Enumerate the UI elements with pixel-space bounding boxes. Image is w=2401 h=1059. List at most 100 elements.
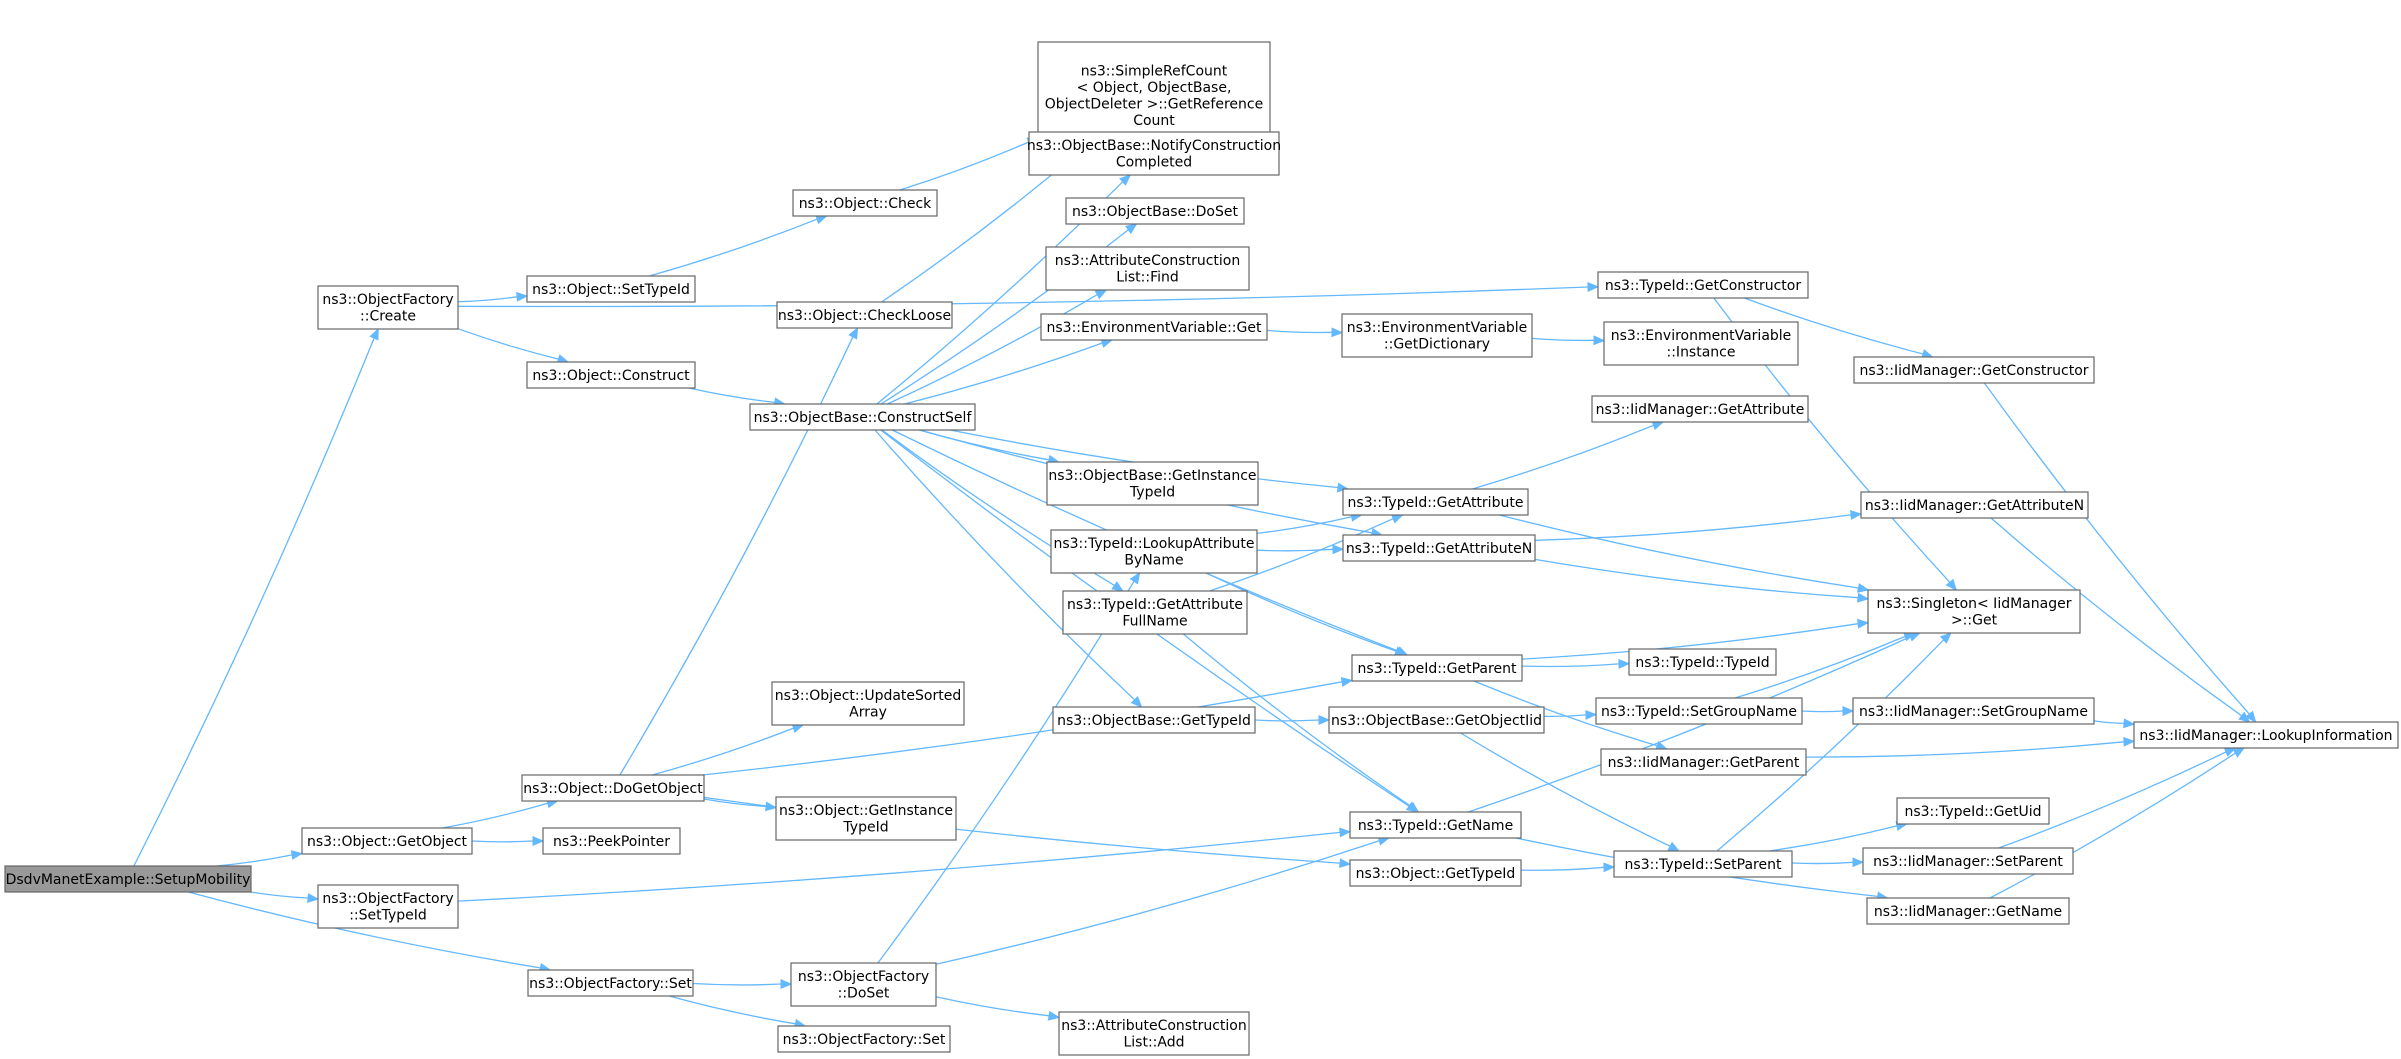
node-of-set[interactable]: ns3::ObjectFactory::Set	[527, 969, 694, 997]
node-box[interactable]	[1349, 859, 1522, 887]
node-box[interactable]	[1058, 1011, 1250, 1056]
node-tid-setparent[interactable]: ns3::TypeId::SetParent	[1613, 850, 1793, 878]
node-obj-dogetobject[interactable]: ns3::Object::DoGetObject	[521, 774, 705, 802]
node-obj-getobject[interactable]: ns3::Object::GetObject	[301, 827, 473, 855]
node-box[interactable]	[1867, 589, 2081, 634]
node-box[interactable]	[1595, 697, 1803, 725]
node-box[interactable]	[1028, 131, 1280, 176]
node-box[interactable]	[1052, 706, 1256, 734]
node-box[interactable]	[1860, 491, 2089, 519]
node-box[interactable]	[1853, 356, 2095, 384]
node-box[interactable]	[1628, 648, 1777, 676]
node-ob-constructself[interactable]: ns3::ObjectBase::ConstructSelf	[749, 403, 976, 431]
node-box[interactable]	[1342, 488, 1529, 516]
node-tid-getuid[interactable]: ns3::TypeId::GetUid	[1896, 797, 2050, 825]
node-box[interactable]	[1065, 197, 1245, 225]
node-obj-check[interactable]: ns3::Object::Check	[792, 189, 938, 217]
node-box[interactable]	[1341, 313, 1533, 358]
node-box[interactable]	[771, 681, 965, 726]
node-iid-setparent[interactable]: ns3::IidManager::SetParent	[1862, 847, 2074, 875]
node-root[interactable]: DsdvManetExample::SetupMobility	[4, 865, 252, 893]
node-ob-notify[interactable]: ns3::ObjectBase::NotifyConstructionCompl…	[1027, 131, 1281, 176]
node-box[interactable]	[775, 796, 957, 841]
node-box[interactable]	[1342, 534, 1536, 562]
node-box[interactable]	[1597, 271, 1809, 299]
node-obj-gettypeid[interactable]: ns3::Object::GetTypeId	[1349, 859, 1522, 887]
node-ev-instance[interactable]: ns3::EnvironmentVariable::Instance	[1603, 321, 1799, 366]
node-ob-getobjectiid[interactable]: ns3::ObjectBase::GetObjectIid	[1328, 706, 1545, 734]
node-tid-typeid[interactable]: ns3::TypeId::TypeId	[1628, 648, 1777, 676]
node-box[interactable]	[521, 774, 705, 802]
node-box[interactable]	[1613, 850, 1793, 878]
node-iid-getname[interactable]: ns3::IidManager::GetName	[1866, 897, 2070, 925]
node-box[interactable]	[1896, 797, 2050, 825]
node-singleton-get[interactable]: ns3::Singleton< IidManager>::Get	[1867, 589, 2081, 634]
node-of-create[interactable]: ns3::ObjectFactory::Create	[317, 285, 459, 330]
node-box[interactable]	[1045, 246, 1250, 291]
node-box[interactable]	[1852, 697, 2095, 725]
node-of-set2[interactable]: ns3::ObjectFactory::Set	[777, 1025, 951, 1053]
node-iid-getattribute[interactable]: ns3::IidManager::GetAttribute	[1591, 395, 1809, 423]
node-ob-doset[interactable]: ns3::ObjectBase::DoSet	[1065, 197, 1245, 225]
node-iid-lookupinfo[interactable]: ns3::IidManager::LookupInformation	[2133, 721, 2399, 749]
node-label-line: ns3::ObjectBase::NotifyConstruction	[1027, 138, 1281, 154]
node-box[interactable]	[1591, 395, 1809, 423]
node-box[interactable]	[1062, 590, 1248, 635]
node-box[interactable]	[1037, 41, 1271, 150]
node-tid-getattributen[interactable]: ns3::TypeId::GetAttributeN	[1342, 534, 1536, 562]
node-box[interactable]	[749, 403, 976, 431]
node-obj-settypeid[interactable]: ns3::Object::SetTypeId	[526, 275, 696, 303]
node-box[interactable]	[776, 301, 953, 329]
edge-obj_check-to-src_getrefcount	[899, 141, 1029, 191]
node-box[interactable]	[1046, 461, 1259, 506]
node-box[interactable]	[2133, 721, 2399, 749]
node-ob-gettypeid[interactable]: ns3::ObjectBase::GetTypeId	[1052, 706, 1256, 734]
node-ev-getdict[interactable]: ns3::EnvironmentVariable::GetDictionary	[1341, 313, 1533, 358]
node-box[interactable]	[526, 361, 696, 389]
node-box[interactable]	[1603, 321, 1799, 366]
node-obj-construct[interactable]: ns3::Object::Construct	[526, 361, 696, 389]
node-tid-getparent[interactable]: ns3::TypeId::GetParent	[1351, 654, 1523, 682]
node-box[interactable]	[4, 865, 252, 893]
node-of-settypeid[interactable]: ns3::ObjectFactory::SetTypeId	[317, 884, 459, 929]
node-box[interactable]	[526, 275, 696, 303]
node-iid-getparent[interactable]: ns3::IidManager::GetParent	[1600, 748, 1807, 776]
node-box[interactable]	[792, 189, 938, 217]
node-box[interactable]	[527, 969, 694, 997]
node-of-doset[interactable]: ns3::ObjectFactory::DoSet	[790, 962, 937, 1007]
node-tid-setgroupname[interactable]: ns3::TypeId::SetGroupName	[1595, 697, 1803, 725]
node-iid-getconstructor[interactable]: ns3::IidManager::GetConstructor	[1853, 356, 2095, 384]
edge-arrowhead	[307, 893, 320, 903]
node-box[interactable]	[301, 827, 473, 855]
node-box[interactable]	[1040, 313, 1268, 341]
node-tid-getname[interactable]: ns3::TypeId::GetName	[1349, 811, 1522, 839]
node-box[interactable]	[1351, 654, 1523, 682]
node-box[interactable]	[777, 1025, 951, 1053]
node-obj-checkloose[interactable]: ns3::Object::CheckLoose	[776, 301, 953, 329]
node-tid-getattribute[interactable]: ns3::TypeId::GetAttribute	[1342, 488, 1529, 516]
node-box[interactable]	[1050, 529, 1258, 574]
node-iid-setgroupname[interactable]: ns3::IidManager::SetGroupName	[1852, 697, 2095, 725]
node-box[interactable]	[1328, 706, 1545, 734]
edge-arrowhead	[290, 850, 304, 860]
node-box[interactable]	[1600, 748, 1807, 776]
node-box[interactable]	[1862, 847, 2074, 875]
node-box[interactable]	[1349, 811, 1522, 839]
node-iid-getattributen[interactable]: ns3::IidManager::GetAttributeN	[1860, 491, 2089, 519]
node-box[interactable]	[542, 827, 681, 855]
node-box[interactable]	[1866, 897, 2070, 925]
node-box[interactable]	[790, 962, 937, 1007]
node-src-getrefcount[interactable]: ns3::SimpleRefCount< Object, ObjectBase,…	[1037, 41, 1271, 150]
node-box[interactable]	[317, 884, 459, 929]
node-peekpointer[interactable]: ns3::PeekPointer	[542, 827, 681, 855]
node-tid-getconstructor[interactable]: ns3::TypeId::GetConstructor	[1597, 271, 1809, 299]
node-box[interactable]	[317, 285, 459, 330]
node-ev-get[interactable]: ns3::EnvironmentVariable::Get	[1040, 313, 1268, 341]
